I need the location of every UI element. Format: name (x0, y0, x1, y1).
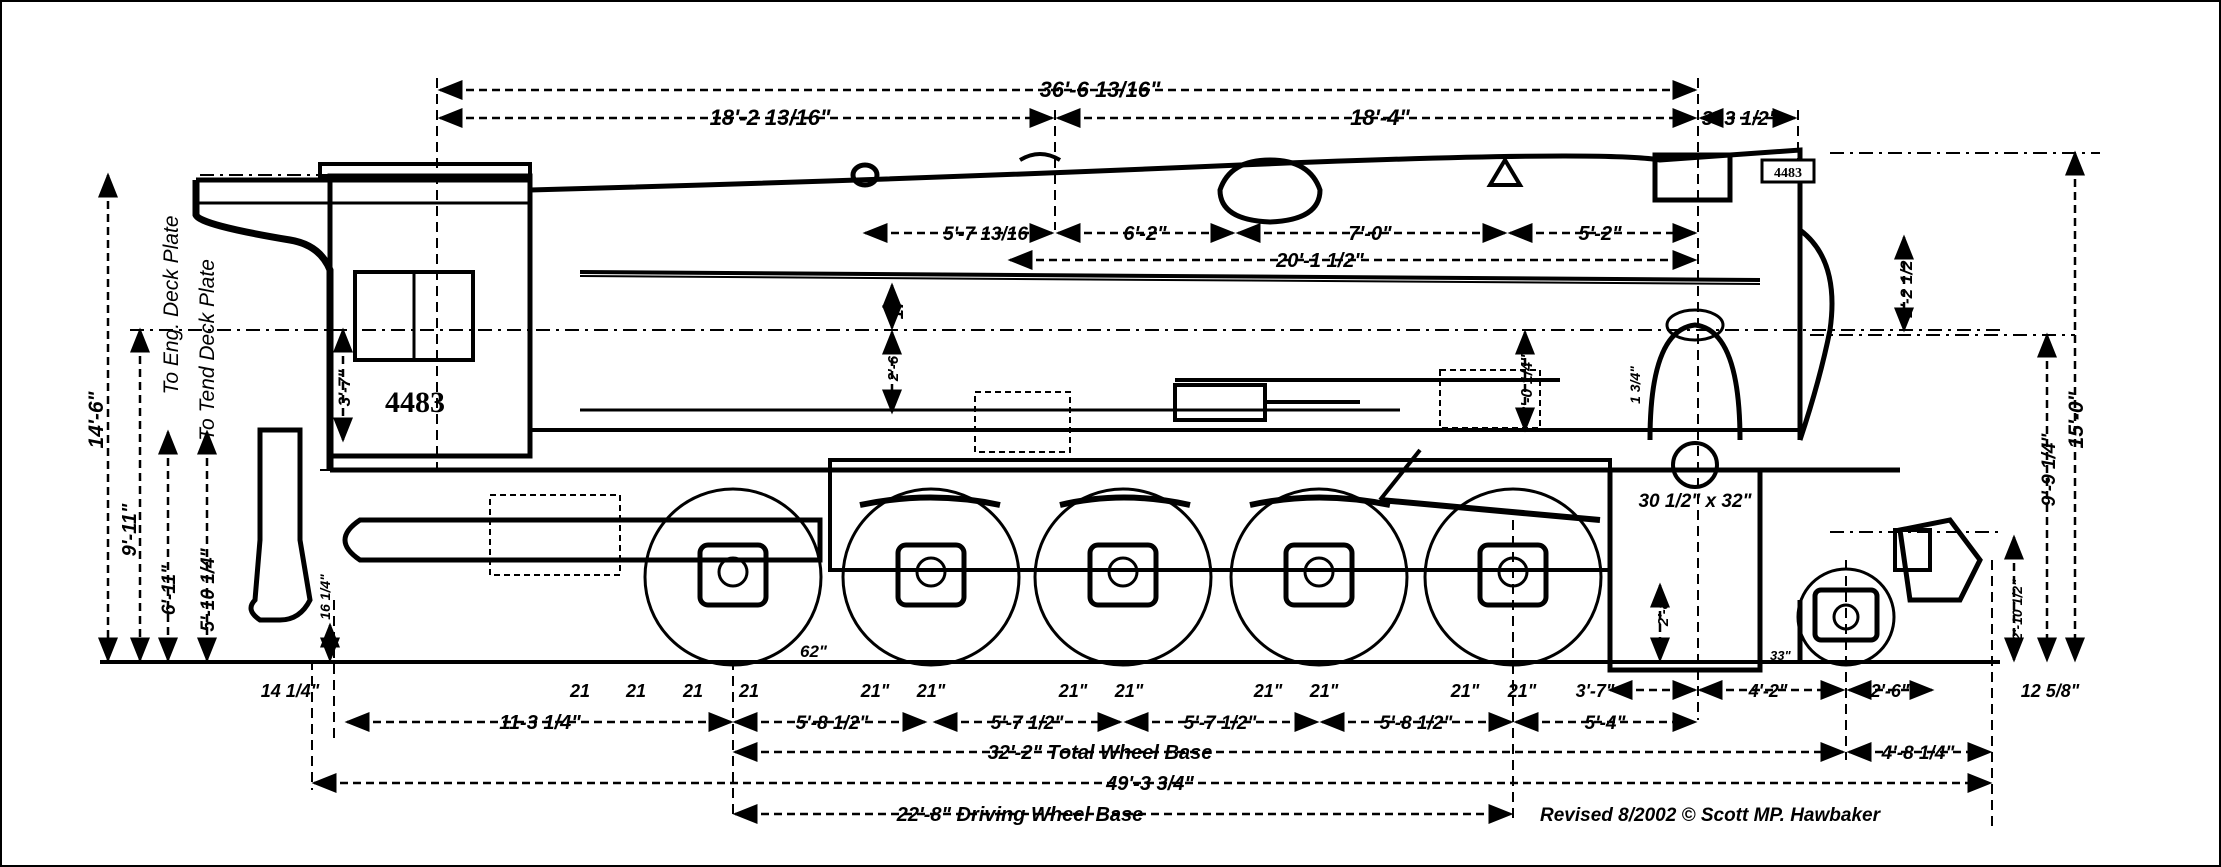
bottom-row-1-dim: 4'-2" (1748, 681, 1788, 701)
number-plate-text: 4483 (1774, 166, 1802, 181)
label-cylinder: 30 1/2" x 32" (1638, 491, 1752, 512)
bottom-row-1-dim: 21" (1114, 681, 1144, 701)
dim-pilot: 2'-10 1/2" (2009, 579, 2025, 642)
dimension-labels: 36'-6 13/16" 18'-2 13/16" 18'-4" 3'-3 1/… (85, 77, 2088, 826)
dim-coupler: 16 1/4" (317, 574, 333, 620)
bell (1486, 156, 1524, 187)
dim-tend-deck-height: 5'-10 1/4" (198, 547, 219, 631)
dim-2-8: 2'-8" (1655, 593, 1672, 627)
bottom-row-1-dim: 12 5/8" (2021, 681, 2080, 701)
driver-wheel-3 (1033, 487, 1213, 667)
bottom-row-1-dim: 21" (916, 681, 946, 701)
bottom-row-1-dim: 3'-7" (1576, 681, 1615, 701)
dim-driver-spacing-2: 5'-7 1/2" (991, 713, 1065, 734)
bottom-row-1-dim: 21 (738, 681, 759, 701)
bottom-row-1-dim: 21" (1309, 681, 1339, 701)
credit-text: Revised 8/2002 © Scott MP. Hawbaker (1540, 805, 1882, 826)
centerlines (130, 152, 2100, 533)
dim-3-0: 3'-0 1/4" (1519, 354, 1536, 416)
dim-overall-top: 36'-6 13/16" (1040, 77, 1161, 102)
dim-boiler-3: 7'-0" (1348, 223, 1392, 245)
dim-driving-wheel-base: 22'-8" Driving Wheel Base (896, 804, 1144, 826)
dim-1-3-4: 1 3/4" (1627, 366, 1643, 404)
dim-overall-height-right: 15'-0" (2065, 390, 2088, 448)
bottom-row-1-dim: 21" (860, 681, 890, 701)
label-driver-diameter: 62" (800, 642, 828, 661)
dim-overall-length: 49'-3 3/4" (1105, 773, 1194, 795)
steam-pipe (1647, 322, 1743, 441)
dim-boiler-span: 20'-1 1/2" (1275, 250, 1364, 272)
driver-wheel-4 (1229, 487, 1409, 667)
dim-17: 17" (887, 290, 907, 319)
bottom-row-1-dim: 21" (1058, 681, 1088, 701)
dimension-arrows (98, 80, 2085, 824)
tender-coupler (248, 427, 313, 623)
number-plate (1760, 158, 1816, 184)
label-pilot-wheel-diameter: 33" (1770, 648, 1791, 663)
dim-cab-window: 3'-7" (335, 369, 354, 407)
label-to-tend-deck-plate: To Tend Deck Plate (196, 259, 219, 441)
bottom-row-1-dim: 2'-6" (1870, 681, 1910, 701)
dim-headlight: 2'-2 1/2" (1897, 252, 1916, 319)
bottom-row-1-dim: 21 (569, 681, 590, 701)
label-to-eng-deck-plate: To Eng. Deck Plate (160, 216, 183, 395)
front-coupler (1897, 517, 1983, 603)
smokebox-front (1797, 228, 1835, 441)
dim-centerline: 9'-9 1/4" (2039, 433, 2060, 507)
dim-total-wheel-base: 32'-2" Total Wheel Base (988, 742, 1213, 764)
dim-driver-spacing-4: 5'-8 1/2" (1380, 713, 1454, 734)
stack (1652, 152, 1733, 203)
dim-front-overhang: 3'-3 1/2" (1702, 108, 1779, 130)
bottom-row-1-dim: 21" (1507, 681, 1537, 701)
dim-tender-to-driver: 11-3 1/4" (499, 712, 581, 734)
cab-number: 4483 (385, 386, 445, 419)
whistle (850, 162, 880, 188)
dim-2-6: 2'-6" (885, 348, 902, 382)
dim-overall-height: 14'-6" (85, 390, 108, 448)
dim-front-wheel-base: 4'-8 1/4" (1881, 743, 1956, 764)
dim-driver-to-cylinder: 5'-4" (1585, 713, 1627, 734)
driver-wheel-2 (841, 487, 1021, 667)
dim-boiler-2: 6'-2" (1123, 223, 1167, 245)
dim-boiler-4: 5'-2" (1578, 223, 1622, 245)
bottom-row-1: 14 1/4" 21 21 21 21 21" 21" 21" 21" 21" 21" 21" 21" 3… (261, 681, 2080, 701)
bottom-row-1-dim: 14 1/4" (261, 681, 320, 701)
dim-eng-deck-height: 6'-11" (159, 564, 180, 615)
dim-driver-spacing-3: 5'-7 1/2" (1184, 713, 1258, 734)
sand-dome (1217, 157, 1323, 225)
bottom-row-1-dim: 21" (1253, 681, 1283, 701)
dim-boiler-1: 5'-7 13/16" (943, 224, 1038, 245)
dim-driver-spacing-1: 5'-8 1/2" (796, 713, 870, 734)
bottom-row-1-dim: 21" (1450, 681, 1480, 701)
dim-eng-deck: 9'-11" (119, 503, 141, 556)
dim-rear-half: 18'-2 13/16" (710, 105, 831, 130)
bottom-row-1-dim: 21 (682, 681, 703, 701)
bottom-row-1-dim: 21 (625, 681, 646, 701)
dim-front-half: 18'-4" (1350, 105, 1410, 130)
locomotive-outline (192, 147, 1983, 673)
